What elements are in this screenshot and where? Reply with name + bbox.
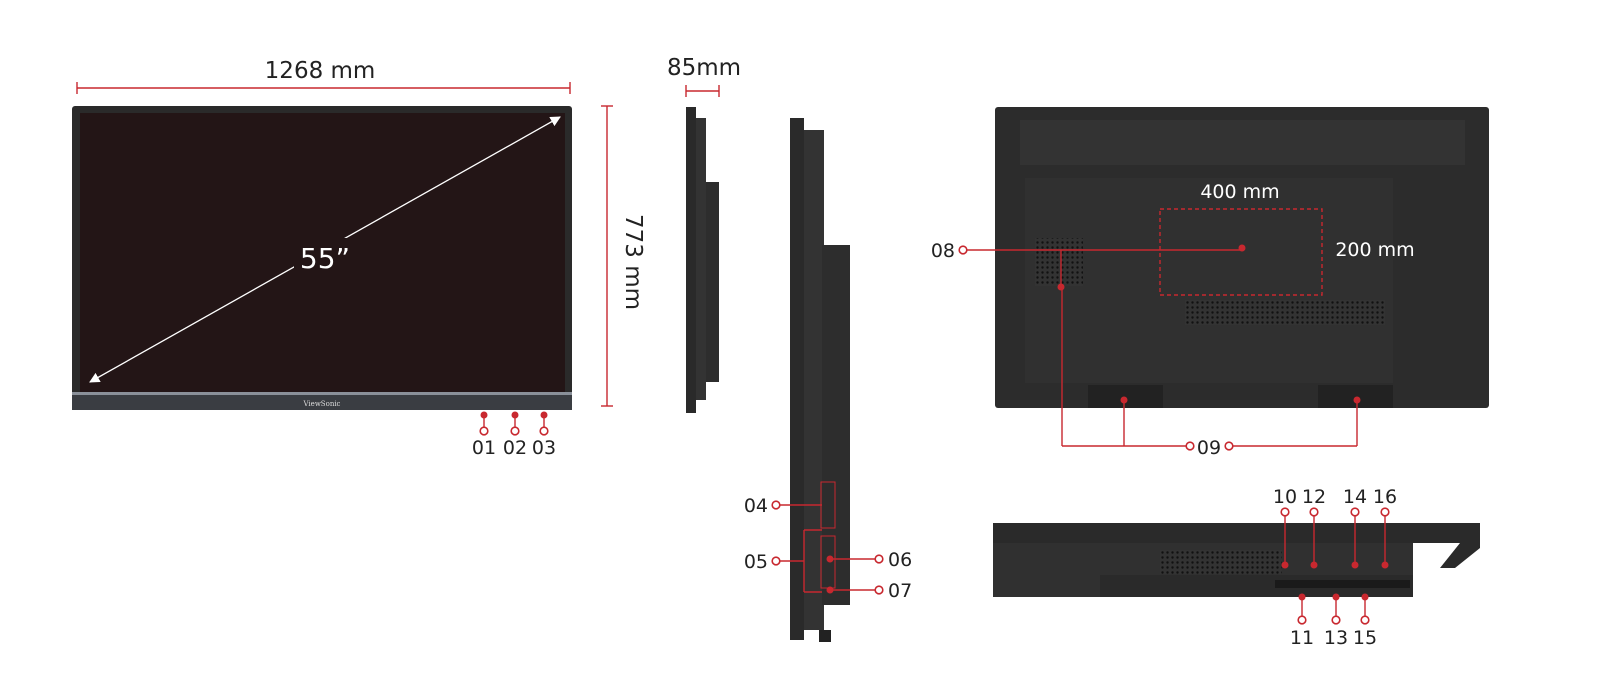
callout-ring: [1380, 507, 1390, 517]
callout-dot: [1310, 561, 1318, 569]
callout-label-01: 01: [472, 437, 496, 459]
front-view: 1268 mm ViewSonic 55” 773 mm: [72, 58, 646, 410]
depth-label: 85mm: [667, 55, 741, 81]
callout-ring: [1360, 615, 1370, 625]
vesa-pattern: [1159, 208, 1323, 296]
callout-ring: [479, 426, 489, 436]
callout-label-11: 11: [1290, 627, 1314, 649]
callout-ring: [958, 245, 968, 255]
callout-label-10: 10: [1273, 486, 1297, 508]
callout-label-06: 06: [888, 549, 912, 571]
callout-ring: [1297, 615, 1307, 625]
callout-label-07: 07: [888, 580, 912, 602]
callout-label-08: 08: [931, 240, 955, 262]
width-label: 1268 mm: [265, 58, 376, 84]
callout-ring: [771, 556, 781, 566]
callout-label-13: 13: [1324, 627, 1348, 649]
callout-ring: [771, 500, 781, 510]
callout-ring: [1224, 441, 1234, 451]
side-view-thin: 85mm: [667, 55, 741, 413]
callout-ring: [874, 585, 884, 595]
callout-ring: [1280, 507, 1290, 517]
height-label: 773 mm: [620, 214, 646, 310]
side-view-ports: [790, 118, 850, 642]
bottom-view: [993, 523, 1480, 597]
callout-ring: [1331, 615, 1341, 625]
callout-label-12: 12: [1302, 486, 1326, 508]
callout-ring: [1350, 507, 1360, 517]
diagonal-label: 55”: [300, 242, 350, 275]
callout-label-14: 14: [1343, 486, 1367, 508]
callout-ring: [510, 426, 520, 436]
callout-label-02: 02: [503, 437, 527, 459]
callout-dot: [1351, 561, 1359, 569]
callout-label-04: 04: [744, 495, 768, 517]
callout-ring: [1309, 507, 1319, 517]
callout-dot: [1281, 561, 1289, 569]
callout-label-05: 05: [744, 551, 768, 573]
callout-dot: [1381, 561, 1389, 569]
callout-ring: [1185, 441, 1195, 451]
vesa-height-label: 200 mm: [1335, 239, 1414, 261]
callout-ring: [539, 426, 549, 436]
callout-label-03: 03: [532, 437, 556, 459]
callout-label-15: 15: [1353, 627, 1377, 649]
callout-dot: [1238, 244, 1246, 252]
back-view: 400 mm 200 mm: [995, 107, 1489, 408]
brand-logo: ViewSonic: [303, 400, 341, 408]
callout-label-09: 09: [1197, 437, 1221, 459]
callout-ring: [874, 554, 884, 564]
callout-label-16: 16: [1373, 486, 1397, 508]
vesa-width-label: 400 mm: [1200, 181, 1279, 203]
